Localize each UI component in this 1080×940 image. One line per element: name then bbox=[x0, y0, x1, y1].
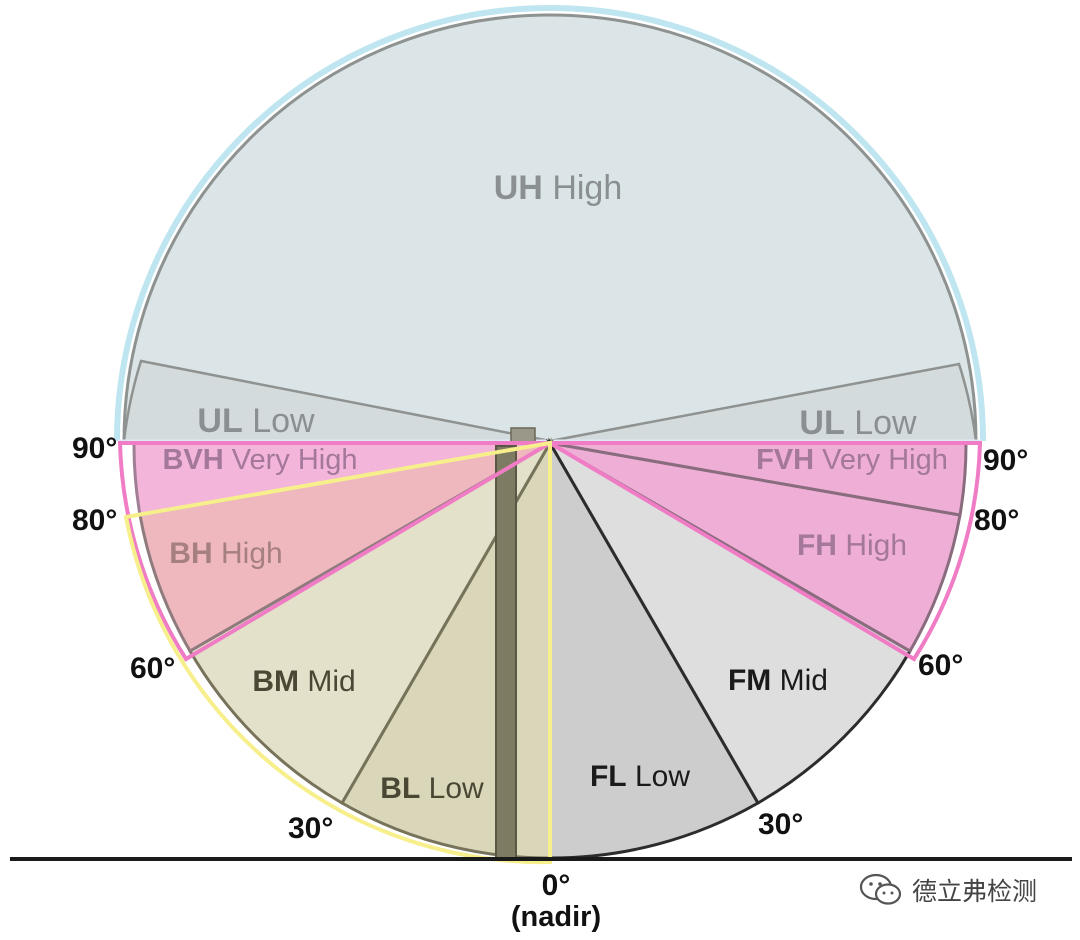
backlight-yellow-outline bbox=[123, 440, 552, 865]
back-glare-pink-outline bbox=[117, 441, 558, 662]
zone-fm-region bbox=[545, 438, 913, 806]
zone-label-ul-left: UL Low bbox=[197, 402, 315, 440]
luminaire-head bbox=[510, 427, 536, 443]
watermark-text: 德立弗检测 bbox=[912, 877, 1038, 906]
zone-ul-right-region bbox=[549, 362, 978, 443]
zone-label-fh: FH High bbox=[797, 529, 907, 562]
angle-label-60-left: 60° bbox=[130, 652, 175, 685]
zone-fh-region bbox=[549, 441, 962, 654]
front-glare-pink-outline bbox=[542, 441, 983, 662]
watermark: 德立弗检测 bbox=[858, 870, 1037, 910]
pole bbox=[495, 445, 517, 861]
zone-bh-region bbox=[138, 441, 551, 654]
zone-label-fvh: FVH Very High bbox=[756, 444, 948, 476]
zone-label-fl: FL Low bbox=[590, 760, 690, 793]
angle-label-80-left: 80° bbox=[72, 504, 117, 537]
angle-label-60-right: 60° bbox=[918, 649, 963, 682]
nadir-label: (nadir) bbox=[511, 901, 601, 933]
zone-label-uh: UH High bbox=[494, 169, 623, 207]
zone-bm-region bbox=[187, 438, 555, 806]
zone-label-bm: BM Mid bbox=[252, 665, 355, 698]
angle-label-30-left: 30° bbox=[288, 812, 333, 845]
zone-label-fm: FM Mid bbox=[728, 664, 828, 697]
zone-label-bvh: BVH Very High bbox=[162, 444, 357, 476]
wechat-icon bbox=[859, 873, 902, 905]
zone-ul-left-region bbox=[122, 359, 551, 443]
zone-label-bh: BH High bbox=[169, 537, 282, 570]
zone-label-bl: BL Low bbox=[380, 772, 484, 805]
uplight-cyan-outline bbox=[114, 5, 986, 442]
angle-label-30-right: 30° bbox=[758, 808, 803, 841]
angle-label-0-nadir: 0° bbox=[542, 869, 571, 902]
zone-label-ul-right: UL Low bbox=[799, 404, 917, 442]
zone-uh-region bbox=[122, 13, 978, 443]
angle-label-80-right: 80° bbox=[974, 504, 1019, 537]
angle-label-90-right: 90° bbox=[983, 444, 1028, 477]
angle-label-90-left: 90° bbox=[72, 432, 117, 465]
